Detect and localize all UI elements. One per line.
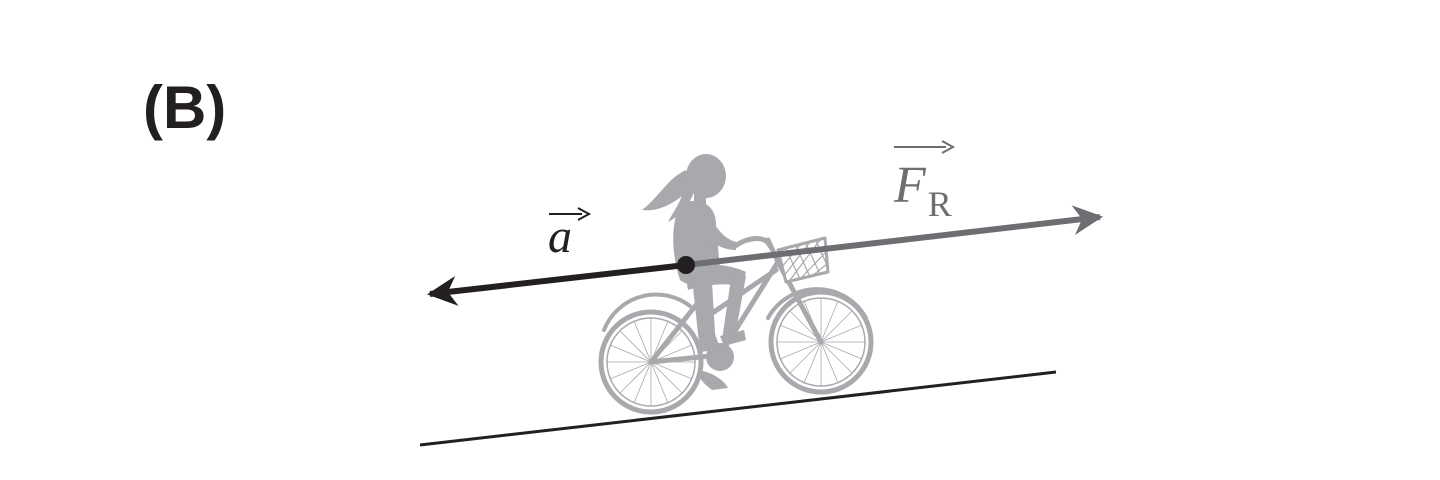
resultant-force-arrow [685,205,1103,268]
basket [776,236,830,284]
acceleration-vector-arrowhead-icon [577,207,592,221]
panel-label: (B) [143,74,226,141]
resultant-force-label: FR [893,140,956,224]
acceleration-label: a [548,207,592,263]
force-vector-arrowhead-icon [941,140,956,154]
acceleration-symbol: a [548,210,572,263]
resultant-force-text: FR [893,157,952,224]
force-symbol: F [893,157,927,214]
incline-line [419,370,1057,447]
acceleration-arrow [427,262,687,306]
application-point [677,256,695,274]
force-subscript: R [928,184,952,224]
cyclist-silhouette [598,154,874,415]
